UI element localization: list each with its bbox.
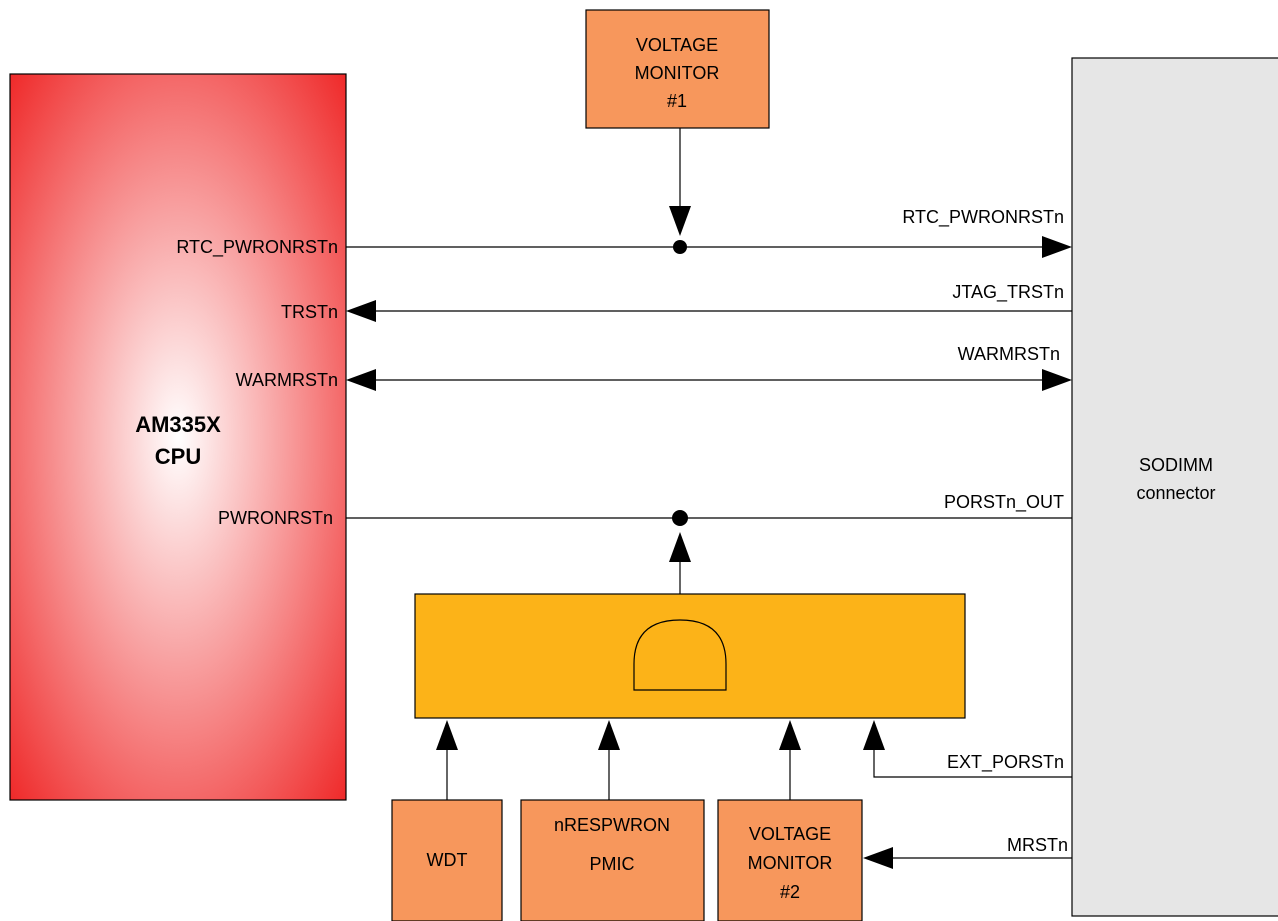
arrow-warm-connector bbox=[1042, 369, 1072, 391]
sodimm-connector bbox=[1071, 57, 1278, 917]
voltage-monitor-1-line2: MONITOR bbox=[635, 63, 720, 83]
arrow-mrst bbox=[863, 847, 893, 869]
voltage-monitor-1-line3: #1 bbox=[667, 91, 687, 111]
voltage-monitor-2-line2: MONITOR bbox=[748, 853, 833, 873]
wire-ext-porst bbox=[873, 745, 1072, 778]
connector-line2: connector bbox=[1136, 483, 1215, 503]
and-gate-block bbox=[414, 593, 966, 719]
arrow-ext-porst bbox=[863, 720, 885, 750]
arrow-vm1-down bbox=[669, 206, 691, 236]
arrow-wdt-up bbox=[436, 720, 458, 750]
cpu-pin-pwron: PWRONRSTn bbox=[218, 508, 333, 528]
voltage-monitor-2-line1: VOLTAGE bbox=[749, 824, 831, 844]
arrow-rtc-connector bbox=[1042, 236, 1072, 258]
cpu-name-line1: AM335X bbox=[135, 412, 221, 437]
cpu-block bbox=[9, 73, 347, 801]
voltage-monitor-1 bbox=[585, 9, 770, 129]
arrow-warm-cpu bbox=[346, 369, 376, 391]
and-gate-icon bbox=[633, 619, 727, 691]
arrow-gate-out bbox=[669, 532, 691, 562]
connector-line1: SODIMM bbox=[1139, 455, 1213, 475]
arrow-vm2-up bbox=[779, 720, 801, 750]
wdt-label: WDT bbox=[427, 850, 468, 870]
arrow-jtag-cpu bbox=[346, 300, 376, 322]
pmic-line2: PMIC bbox=[590, 854, 635, 874]
cpu-name-line2: CPU bbox=[155, 444, 201, 469]
pmic-block bbox=[520, 799, 705, 921]
signal-jtag: JTAG_TRSTn bbox=[952, 282, 1064, 303]
pmic-line1: nRESPWRON bbox=[554, 815, 670, 835]
signal-ext-porst: EXT_PORSTn bbox=[947, 752, 1064, 773]
cpu-pin-trst: TRSTn bbox=[281, 302, 338, 322]
junction-pwron bbox=[672, 510, 688, 526]
signal-warm: WARMRSTn bbox=[958, 344, 1060, 364]
signal-rtc: RTC_PWRONRSTn bbox=[902, 207, 1064, 228]
cpu-pin-warm: WARMRSTn bbox=[236, 370, 338, 390]
voltage-monitor-1-line1: VOLTAGE bbox=[636, 35, 718, 55]
signal-mrst: MRSTn bbox=[1007, 835, 1068, 855]
cpu-pin-rtc: RTC_PWRONRSTn bbox=[176, 237, 338, 258]
wdt-block bbox=[391, 799, 503, 921]
signal-porst-out: PORSTn_OUT bbox=[944, 492, 1064, 513]
voltage-monitor-2-line3: #2 bbox=[780, 882, 800, 902]
voltage-monitor-2 bbox=[717, 799, 863, 921]
arrow-pmic-up bbox=[598, 720, 620, 750]
